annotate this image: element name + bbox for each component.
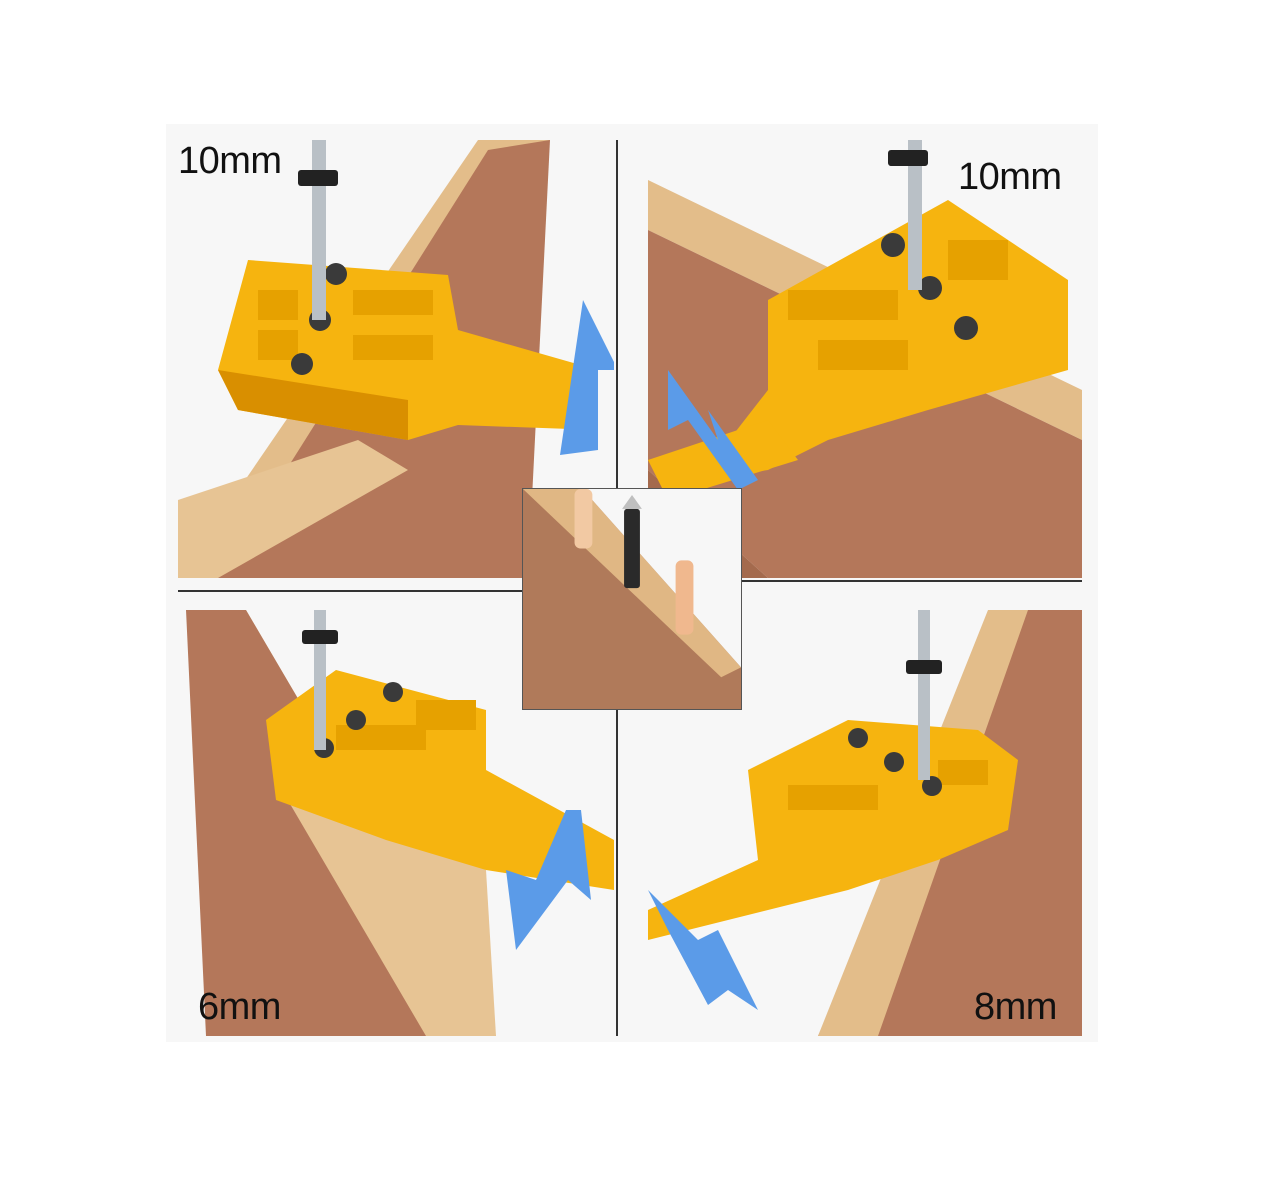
bottom-right-scene: [648, 610, 1082, 1036]
divider-vertical-top: [616, 140, 618, 490]
size-label-bottom-left: 6mm: [198, 986, 281, 1028]
guide-hole: [346, 710, 366, 730]
guide-hole: [954, 316, 978, 340]
down-arrow: [648, 890, 758, 1010]
down-arrow: [506, 810, 591, 950]
divider-horizontal-right: [742, 580, 1082, 582]
guide-hole: [848, 728, 868, 748]
divider-horizontal-left: [178, 590, 522, 592]
drill-bit: [314, 610, 326, 750]
size-label-top-left: 10mm: [178, 140, 282, 182]
up-arrow: [560, 300, 614, 455]
center-inset-dowels: [522, 488, 742, 710]
drill-bit: [918, 610, 930, 780]
size-label-bottom-right: 8mm: [974, 986, 1057, 1028]
wood-plank: [178, 440, 408, 578]
depth-stop-collar: [888, 150, 928, 166]
drill-bit: [908, 140, 922, 290]
top-left-scene: [178, 140, 614, 578]
top-right-scene: [648, 140, 1082, 578]
guide-hole: [291, 353, 313, 375]
panel-bottom-right: 8mm: [648, 610, 1082, 1036]
guide-hole: [881, 233, 905, 257]
guide-hole: [325, 263, 347, 285]
panel-top-right: 10mm: [648, 140, 1082, 578]
center-point: [624, 508, 640, 589]
divider-vertical-bottom: [616, 710, 618, 1036]
size-label-top-right: 10mm: [958, 156, 1062, 198]
dowel-pin: [574, 489, 593, 549]
dowel-pin: [675, 560, 694, 635]
guide-hole: [383, 682, 403, 702]
depth-stop-collar: [302, 630, 338, 644]
bottom-left-scene: [186, 610, 614, 1036]
panel-bottom-left: 6mm: [186, 610, 614, 1036]
back-arrow: [668, 370, 758, 490]
panel-top-left: 10mm: [178, 140, 614, 578]
guide-hole: [918, 276, 942, 300]
depth-stop-collar: [906, 660, 942, 674]
dowel-and-center-point-scene: [523, 489, 741, 709]
depth-stop-collar: [298, 170, 338, 186]
guide-hole: [922, 776, 942, 796]
drill-bit: [312, 140, 326, 320]
guide-hole: [884, 752, 904, 772]
